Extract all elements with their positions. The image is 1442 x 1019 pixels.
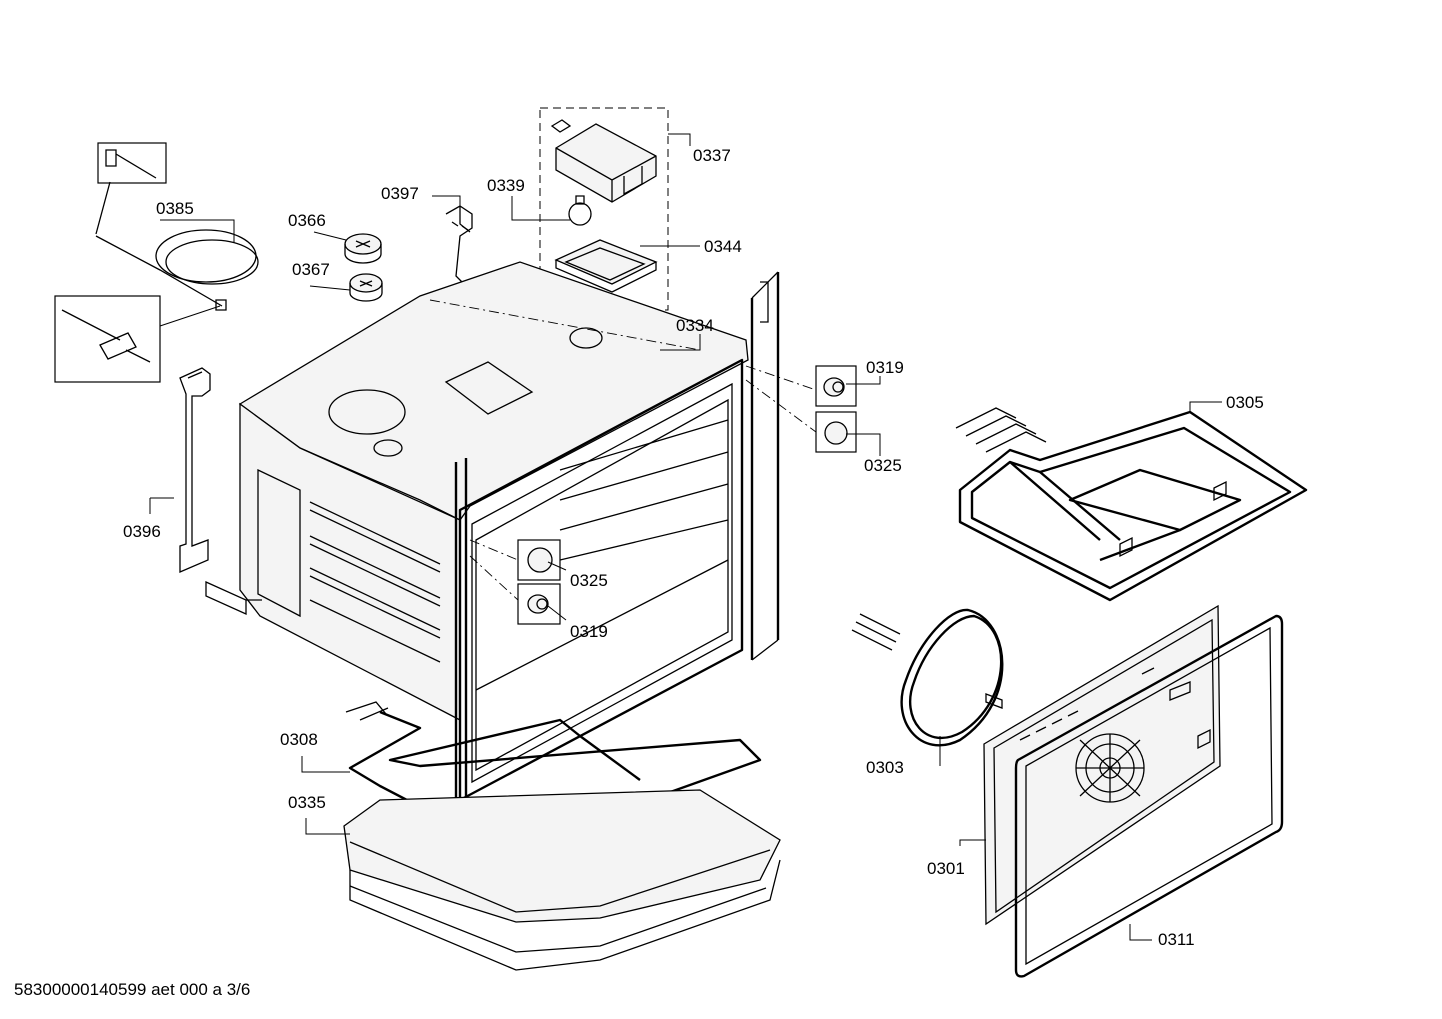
label-0334: 0334: [676, 316, 714, 335]
diagram-reference-code: 58300000140599 aet 000 a 3/6: [14, 980, 251, 999]
door-seal-part-0311: [1014, 614, 1284, 978]
bulb-socket-part-0319-center: [527, 594, 549, 614]
ring-heater-part-0303: [851, 608, 1004, 747]
lamp-cover-part-0344: [554, 239, 658, 293]
leader-lines: [149, 133, 1222, 941]
label-0319-center: 0319: [570, 622, 608, 641]
lamp-housing-part-0337: [550, 119, 657, 203]
label-0335: 0335: [288, 793, 326, 812]
bottom-heater-part-0308: [345, 701, 762, 830]
knob-part-0367: [349, 273, 383, 302]
glass-cap-part-0325-center: [527, 547, 553, 573]
label-0305: 0305: [1226, 393, 1264, 412]
label-0325-center: 0325: [570, 571, 608, 590]
glass-cap-part-0325-right: [824, 421, 848, 445]
label-0367: 0367: [292, 260, 330, 279]
label-0344: 0344: [704, 237, 742, 256]
label-0397: 0397: [381, 184, 419, 203]
part-labels: 0385 0366 0367 0397 0339 0337 0344 0334 …: [123, 146, 1264, 949]
bulb-part-0339: [568, 195, 592, 226]
label-0337: 0337: [693, 146, 731, 165]
back-panel-part-0301: [983, 604, 1221, 926]
bulb-socket-part-0319-right: [823, 377, 845, 397]
label-0396: 0396: [123, 522, 161, 541]
label-0325-right: 0325: [864, 456, 902, 475]
label-0339: 0339: [487, 176, 525, 195]
grill-heater-part-0305: [955, 407, 1308, 602]
knob-part-0366: [344, 233, 382, 264]
side-bracket-part-0396: [179, 367, 211, 573]
label-0319-right: 0319: [866, 358, 904, 377]
bracket-part-0397: [445, 205, 473, 283]
insulation-part-0335: [343, 789, 781, 971]
oven-cavity-part-0334: [238, 261, 780, 821]
label-0301: 0301: [927, 859, 965, 878]
label-0308: 0308: [280, 730, 318, 749]
rail-bracket: [205, 580, 262, 616]
label-0311: 0311: [1158, 930, 1195, 949]
label-0303: 0303: [866, 758, 904, 777]
label-0366: 0366: [288, 211, 326, 230]
temperature-sensor-part: [54, 142, 259, 383]
label-0385: 0385: [156, 199, 194, 218]
